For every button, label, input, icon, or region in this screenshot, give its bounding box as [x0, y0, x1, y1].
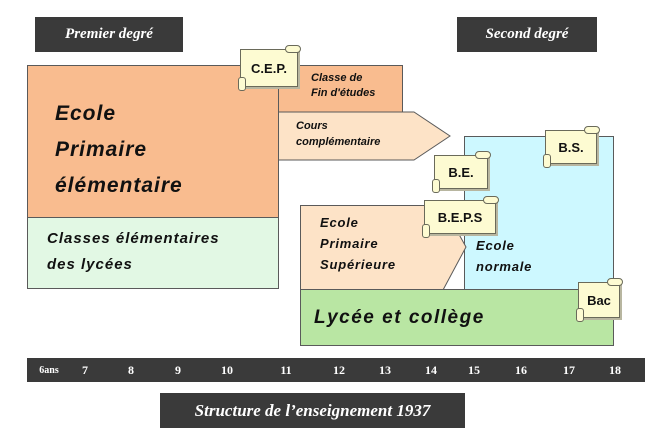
- be-label: B.E.: [448, 164, 474, 180]
- ecole-normale-line-2: normale: [476, 259, 533, 274]
- cep-label: C.E.P.: [251, 60, 287, 76]
- be-scroll: B.E.: [432, 151, 491, 193]
- ecole-primaire-superieure-text: Ecole Primaire Supérieure: [320, 212, 396, 275]
- premier-degre-header: Premier degré: [35, 17, 183, 52]
- bs-scroll-curl-left: [543, 154, 551, 168]
- diagram-title: Structure de l’enseignement 1937: [194, 400, 431, 420]
- ecole-primaire-superieure-line-3: Supérieure: [320, 257, 396, 272]
- premier-degre-label: Premier degré: [65, 26, 153, 42]
- age-tick-8: 8: [128, 362, 134, 377]
- cep-scroll-curl: [285, 45, 301, 53]
- bs-label: B.S.: [558, 139, 584, 155]
- age-tick-12: 12: [333, 362, 345, 377]
- classes-elementaires-line-1: Classes élémentaires: [47, 230, 220, 247]
- age-tick-10: 10: [221, 362, 233, 377]
- ecole-normale-text: Ecole normale: [476, 235, 532, 277]
- bac-scroll-curl: [607, 278, 623, 286]
- age-axis: 6ans 7 8 9 10 11 12 13 14 15 16 17 18: [27, 358, 645, 382]
- ecole-primaire-elementaire-block: Ecole Primaire élémentaire: [27, 65, 279, 218]
- age-tick-18: 18: [609, 362, 621, 377]
- cours-complementaire-line-1: Cours: [296, 120, 328, 132]
- age-tick-9: 9: [175, 362, 181, 377]
- lycee-college-block: Lycée et collège: [300, 289, 614, 346]
- lycee-college-label: Lycée et collège: [314, 306, 485, 328]
- bac-label: Bac: [587, 292, 611, 308]
- cours-complementaire-line-2: complémentaire: [296, 136, 381, 148]
- ecole-primaire-elementaire-line-3: élémentaire: [55, 174, 183, 197]
- cep-scroll-curl-left: [238, 77, 246, 91]
- beps-scroll-curl-left: [422, 224, 430, 238]
- age-tick-6: 6ans: [39, 364, 59, 376]
- diagram-title-banner: Structure de l’enseignement 1937: [160, 393, 465, 428]
- age-tick-16: 16: [515, 362, 527, 377]
- beps-scroll: B.E.P.S: [422, 196, 499, 238]
- beps-scroll-curl: [483, 196, 499, 204]
- cours-complementaire-arrow: [278, 111, 451, 161]
- classe-fin-etudes-line-1: Classe de: [311, 72, 363, 84]
- beps-label: B.E.P.S: [437, 209, 483, 225]
- cours-complementaire-text: Cours complémentaire: [296, 118, 380, 150]
- classes-elementaires-line-2: des lycées: [47, 256, 133, 273]
- age-tick-14: 14: [425, 362, 437, 377]
- age-tick-15: 15: [468, 362, 480, 377]
- classe-fin-etudes-line-2: Fin d'études: [311, 87, 376, 99]
- age-tick-17: 17: [563, 362, 575, 377]
- be-scroll-curl: [475, 151, 491, 159]
- classes-elementaires-lycees-block: Classes élémentaires des lycées: [27, 217, 279, 289]
- ecole-normale-line-1: Ecole: [476, 238, 515, 253]
- bac-scroll: Bac: [576, 278, 623, 322]
- cep-scroll: C.E.P.: [238, 45, 301, 91]
- classe-fin-etudes-block: Classe de Fin d'études: [278, 65, 403, 113]
- ecole-primaire-superieure-line-2: Primaire: [320, 236, 379, 251]
- be-scroll-curl-left: [432, 179, 440, 193]
- second-degre-header: Second degré: [457, 17, 597, 52]
- age-tick-7: 7: [82, 362, 88, 377]
- bs-scroll-curl: [584, 126, 600, 134]
- bac-scroll-curl-left: [576, 308, 584, 322]
- ecole-primaire-elementaire-line-1: Ecole: [55, 102, 117, 125]
- second-degre-label: Second degré: [485, 26, 569, 42]
- bs-scroll: B.S.: [543, 126, 600, 168]
- ecole-primaire-elementaire-line-2: Primaire: [55, 138, 148, 161]
- age-tick-11: 11: [280, 362, 292, 377]
- age-tick-13: 13: [379, 362, 391, 377]
- ecole-primaire-superieure-line-1: Ecole: [320, 215, 359, 230]
